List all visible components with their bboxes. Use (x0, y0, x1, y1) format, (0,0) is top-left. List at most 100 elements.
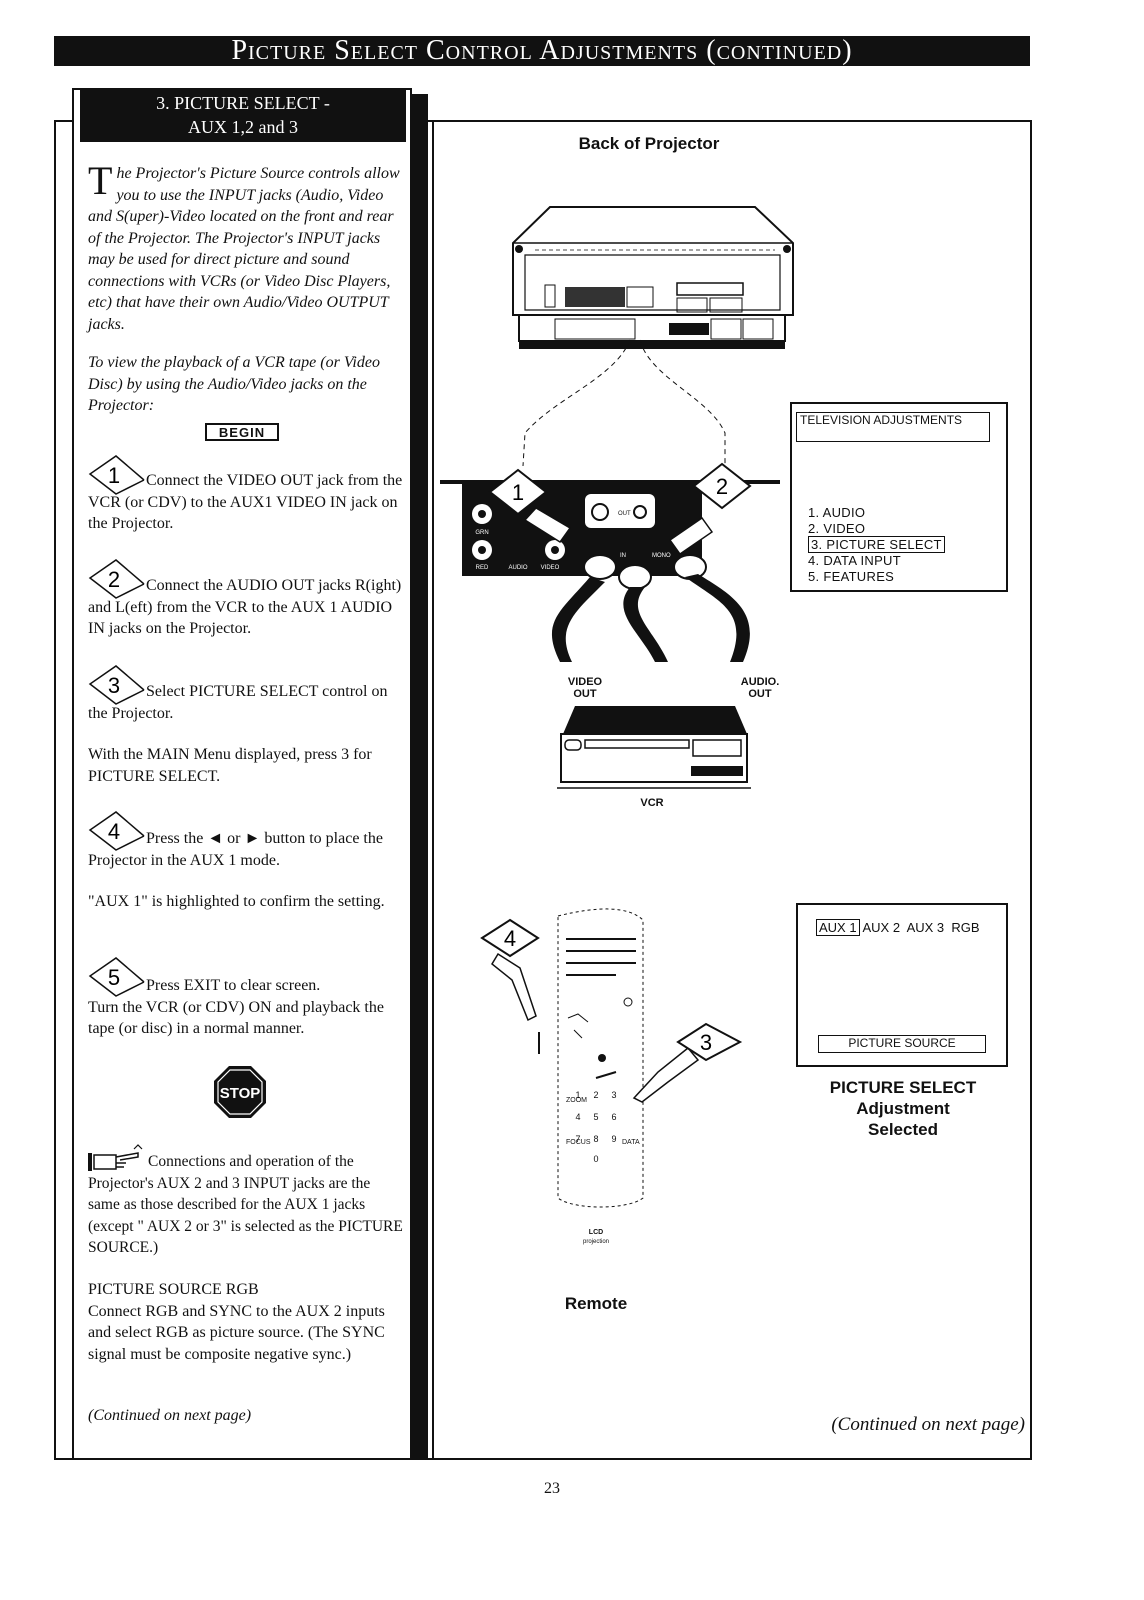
tv-menu-item-video: 2. VIDEO (808, 521, 866, 536)
aux-option-aux2: AUX 2 (862, 920, 901, 935)
video-out-label: VIDEO OUT (557, 676, 613, 700)
continued-right: (Continued on next page) (831, 1414, 1025, 1435)
picture-source-menu (796, 903, 1008, 1067)
stop-sign-icon: STOP (214, 1066, 266, 1118)
remote-label-data: DATA (622, 1139, 640, 1146)
remote-label-focus: FOCUS (566, 1139, 591, 1146)
tv-menu-item-picture-select: 3. PICTURE SELECT (808, 536, 945, 553)
step-3-text: control on the Projector. (88, 683, 388, 722)
remote-illustration: ZOOM FOCUS DATA 1 2 3 4 5 6 7 8 9 0 LCD … (480, 908, 743, 1245)
left-column-shadow (412, 94, 428, 1460)
tv-menu-items: 1. AUDIO 2. VIDEO 3. PICTURE SELECT 4. D… (808, 505, 998, 585)
adjustment-caption-line2: Adjustment (856, 1099, 950, 1118)
step-1: Connect the VIDEO OUT jack from the VCR … (88, 470, 406, 535)
audio-out-line2: OUT (748, 688, 772, 700)
jack-label-red: RED (476, 565, 489, 571)
remote-step-3-number: 3 (700, 1030, 712, 1055)
right-panel (432, 120, 1032, 1460)
section-heading-line1: 3. PICTURE SELECT - (156, 93, 330, 113)
aux-option-aux3: AUX 3 (906, 920, 945, 935)
step-2-text: jacks R(ight) and L(eft) from the VCR to… (88, 577, 402, 637)
adjustment-caption: PICTURE SELECT Adjustment Selected (800, 1077, 1006, 1140)
step-5: Press EXIT to clear screen. Turn the VCR… (88, 975, 406, 1040)
vcr-label: VCR (640, 797, 664, 809)
remote-key-2: 2 (593, 1090, 598, 1100)
remote-label-zoom: ZOOM (566, 1097, 587, 1104)
adjustment-caption-line1: PICTURE SELECT (829, 1078, 977, 1097)
tv-menu-title: TELEVISION ADJUSTMENTS (796, 412, 990, 442)
jack-label-out: OUT (618, 511, 631, 517)
rgb-section: PICTURE SOURCE RGB Connect RGB and SYNC … (88, 1279, 406, 1365)
jack-label-video: VIDEO (541, 565, 560, 571)
intro-text: he Projector's Picture Source controls a… (88, 165, 400, 333)
remote-key-0: 0 (593, 1154, 598, 1164)
jack-label-mono: MONO (652, 553, 671, 559)
step-1-marker: 1 (88, 455, 145, 495)
section-heading-line2: AUX 1,2 and 3 (188, 117, 298, 137)
remote-key-1: 1 (575, 1090, 580, 1100)
projector-rear-illustration (512, 206, 794, 349)
remote-label-lcd: LCD (589, 1229, 603, 1236)
step-3-marker: 3 (88, 665, 145, 705)
rgb-heading: PICTURE SOURCE RGB (88, 1281, 259, 1298)
remote-key-4: 4 (575, 1112, 580, 1122)
zoom-connector-lines (522, 339, 726, 467)
step-2-number: 2 (108, 567, 120, 592)
step-1-lead: Connect the VIDEO OUT (146, 472, 313, 489)
note-paragraph: Connections and operation of the Project… (88, 1151, 406, 1259)
adjustment-caption-line3: Selected (868, 1120, 938, 1139)
step-4-text: to place the Projector in the AUX 1 mode… (88, 830, 383, 869)
page-title: Picture Select Control Adjustments (cont… (54, 36, 1030, 66)
step-4-lead: Press the ◄ or ► button (146, 830, 306, 847)
step-2: Connect the AUDIO OUT jacks R(ight) and … (88, 575, 406, 640)
vcr-illustration (557, 706, 751, 789)
jack-label-grn: GRN (475, 530, 488, 536)
continued-left: (Continued on next page) (88, 1407, 252, 1424)
picture-source-footer: PICTURE SOURCE (818, 1035, 986, 1053)
tv-menu-item-audio: 1. AUDIO (808, 505, 866, 520)
pointing-hand-note-icon (88, 1144, 143, 1171)
playback-intro: To view the playback of a VCR tape (or V… (88, 354, 380, 414)
jack-panel-closeup: GRN RED AUDIO VIDEO OUT IN MONO 1 2 (440, 462, 780, 662)
step-3-lead: Select PICTURE SELECT (146, 683, 319, 700)
closeup-step-1-number: 1 (512, 480, 524, 505)
rgb-text: Connect RGB and SYNC to the AUX 2 inputs… (88, 1302, 385, 1363)
jack-label-in: IN (620, 553, 626, 559)
television-adjustments-menu (790, 402, 1008, 592)
page-number: 23 (544, 1480, 560, 1497)
step-4-detail: "AUX 1" is highlighted to confirm the se… (88, 893, 385, 910)
remote-step-4-number: 4 (504, 926, 516, 951)
step-5-bold: Turn the VCR (or CDV) ON (88, 998, 272, 1016)
step-4: Press the ◄ or ► button to place the Pro… (88, 828, 406, 871)
step-3-detail: With the MAIN Menu displayed, press 3 fo… (88, 746, 372, 785)
step-5-text: Press EXIT to clear screen. (146, 977, 321, 994)
remote-label-projection: projection (583, 1239, 609, 1245)
back-of-projector-label: Back of Projector (578, 134, 720, 153)
remote-label: Remote (564, 1294, 628, 1313)
stop-label: STOP (220, 1085, 261, 1102)
intro-dropcap: T (88, 158, 113, 203)
left-column (72, 88, 412, 1460)
closeup-step-2-number: 2 (716, 474, 728, 499)
step-5-detail: and playback the tape (or disc) in a nor… (88, 998, 384, 1038)
aux-option-aux1: AUX 1 (816, 919, 860, 936)
audio-out-label: AUDIO. OUT (732, 676, 788, 700)
remote-key-6: 6 (611, 1112, 616, 1122)
step-1-number: 1 (108, 463, 120, 488)
video-out-line1: VIDEO (567, 676, 603, 688)
video-out-line2: OUT (573, 688, 597, 700)
remote-key-9: 9 (611, 1134, 616, 1144)
aux-option-rgb: RGB (951, 920, 980, 935)
begin-badge: BEGIN (205, 423, 279, 441)
jack-label-audio-left: AUDIO (508, 565, 527, 571)
aux-options: AUX 1 AUX 2 AUX 3 RGB (816, 919, 980, 936)
step-4-marker: 4 (88, 811, 145, 851)
step-4-number: 4 (108, 819, 120, 844)
remote-key-3: 3 (611, 1090, 616, 1100)
page-frame (54, 120, 1032, 1460)
step-3-number: 3 (108, 673, 120, 698)
step-5-marker: 5 (88, 957, 145, 997)
remote-key-8: 8 (593, 1134, 598, 1144)
tv-menu-item-features: 5. FEATURES (808, 569, 895, 584)
